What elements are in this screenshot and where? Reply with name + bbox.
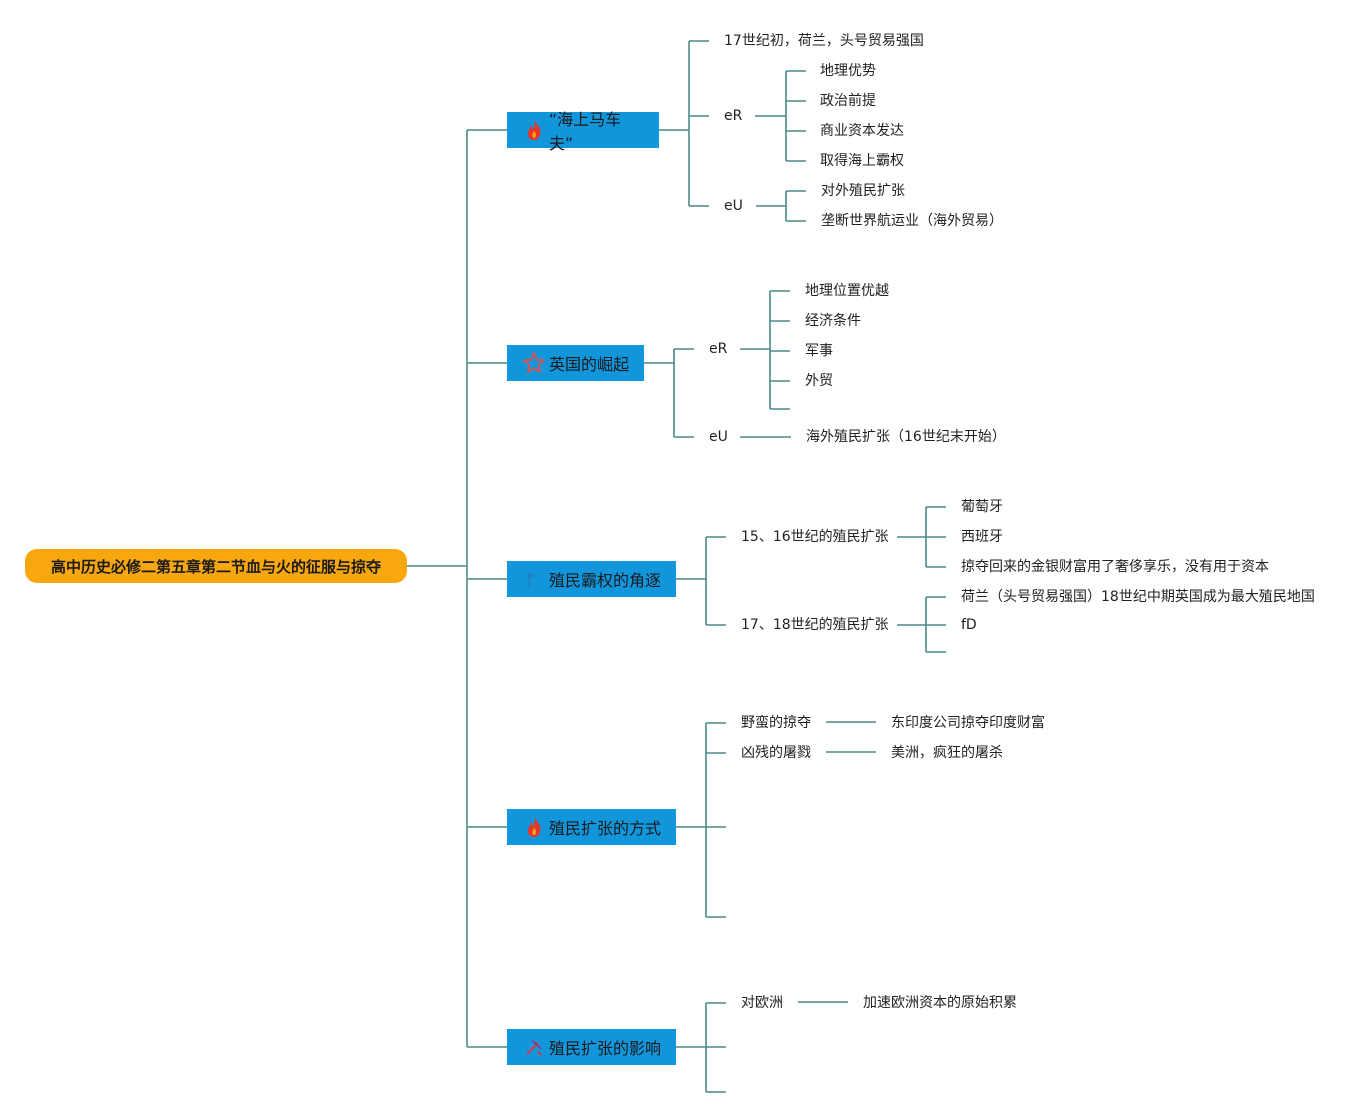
subtopic-node[interactable]: 海外殖民扩张（16世纪末开始）: [806, 429, 1006, 445]
branch-label: 殖民扩张的影响: [549, 1039, 662, 1058]
subtopic-node[interactable]: 掠夺回来的金银财富用了奢侈享乐，没有用于资本: [961, 559, 1269, 575]
topic-node[interactable]: eU: [724, 198, 743, 214]
topic-node[interactable]: 凶残的屠戮: [741, 745, 811, 761]
subtopic-node[interactable]: fD: [961, 617, 977, 633]
topic-node[interactable]: eR: [724, 108, 743, 124]
subtopic-node[interactable]: 西班牙: [961, 529, 1003, 545]
subtopic-node[interactable]: 垄断世界航运业（海外贸易）: [821, 213, 1003, 229]
flag-icon: [521, 566, 547, 592]
fire-icon: [521, 117, 547, 143]
topic-node[interactable]: eU: [709, 429, 728, 445]
subtopic-node[interactable]: 地理位置优越: [805, 283, 889, 299]
subtopic-node[interactable]: 取得海上霸权: [820, 153, 904, 169]
fire-icon: [521, 814, 547, 840]
branch-label: 英国的崛起: [549, 355, 630, 374]
branch-maritime-carrier[interactable]: “海上马车夫”: [507, 110, 659, 153]
subtopic-node[interactable]: 美洲，疯狂的屠杀: [891, 745, 1003, 761]
branch-expansion-methods[interactable]: 殖民扩张的方式: [507, 809, 676, 845]
star-icon: [521, 350, 547, 376]
subtopic-node[interactable]: 加速欧洲资本的原始积累: [863, 995, 1017, 1011]
topic-node[interactable]: 对欧洲: [741, 995, 783, 1011]
topic-node[interactable]: 17世纪初，荷兰，头号贸易强国: [724, 33, 924, 49]
topic-node[interactable]: 17、18世纪的殖民扩张: [741, 617, 889, 633]
root-topic[interactable]: 高中历史必修二第五章第二节血与火的征服与掠夺: [25, 549, 407, 583]
topic-node[interactable]: 野蛮的掠夺: [741, 715, 811, 731]
subtopic-node[interactable]: 政治前提: [820, 93, 876, 109]
branch-britain-rise[interactable]: 英国的崛起: [507, 345, 644, 381]
root-title: 高中历史必修二第五章第二节血与火的征服与掠夺: [50, 557, 381, 576]
tools-icon: [521, 1034, 547, 1060]
subtopic-node[interactable]: 地理优势: [820, 63, 876, 79]
subtopic-node[interactable]: 葡萄牙: [961, 499, 1003, 515]
branch-label: “海上马车夫”: [548, 110, 622, 153]
topic-node[interactable]: eR: [709, 341, 728, 357]
subtopic-node[interactable]: 东印度公司掠夺印度财富: [891, 715, 1045, 731]
subtopic-node[interactable]: 军事: [805, 343, 833, 359]
subtopic-node[interactable]: 荷兰（头号贸易强国）18世纪中期英国成为最大殖民地国: [961, 589, 1315, 605]
subtopic-node[interactable]: 经济条件: [805, 313, 861, 329]
branch-label: 殖民霸权的角逐: [549, 571, 662, 590]
branch-expansion-impact[interactable]: 殖民扩张的影响: [507, 1029, 676, 1065]
subtopic-node[interactable]: 商业资本发达: [820, 123, 904, 139]
topic-node[interactable]: 15、16世纪的殖民扩张: [741, 529, 889, 545]
branch-label: 殖民扩张的方式: [549, 819, 662, 838]
branch-colonial-rivalry[interactable]: 殖民霸权的角逐: [507, 561, 676, 597]
subtopic-node[interactable]: 对外殖民扩张: [821, 183, 905, 199]
subtopic-node[interactable]: 外贸: [805, 373, 833, 389]
